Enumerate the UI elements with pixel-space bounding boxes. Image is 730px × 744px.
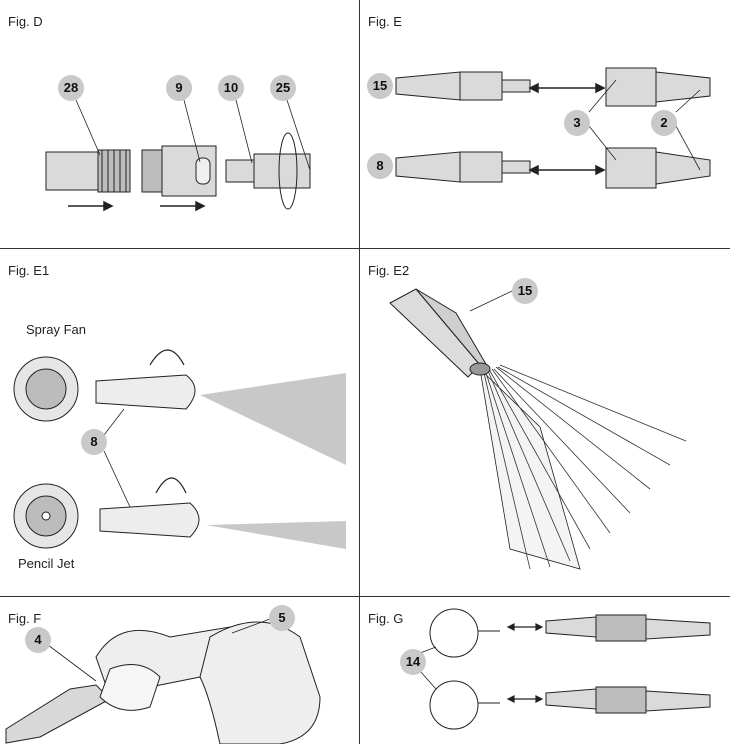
callout-28: 28 — [58, 75, 84, 101]
figure-e2-drawing — [389, 288, 687, 570]
callout-10: 10 — [218, 75, 244, 101]
figure-e2: Fig. E2 15 — [360, 249, 730, 596]
figure-e1-drawing — [13, 349, 346, 549]
figure-d-drawing — [45, 99, 311, 212]
callout-8: 8 — [81, 429, 107, 455]
figure-f: Fig. F 4 5 — [0, 597, 359, 744]
spray-fan-caption: Spray Fan — [26, 322, 86, 337]
horizontal-divider-1 — [0, 248, 730, 249]
figure-g-title: Fig. G — [368, 611, 404, 626]
callout-15: 15 — [367, 73, 393, 99]
pencil-jet-caption: Pencil Jet — [18, 556, 75, 571]
figure-f-drawing — [5, 618, 321, 744]
callout-3: 3 — [564, 110, 590, 136]
horizontal-divider-2 — [0, 596, 730, 597]
callout-25: 25 — [270, 75, 296, 101]
callout-2: 2 — [651, 110, 677, 136]
figure-e-title: Fig. E — [368, 14, 402, 29]
callout-15: 15 — [512, 278, 538, 304]
callout-8: 8 — [367, 153, 393, 179]
spray-fan-pattern — [200, 373, 346, 465]
figure-f-title: Fig. F — [8, 611, 42, 626]
pencil-jet-pattern — [206, 521, 346, 549]
figure-d-title: Fig. D — [8, 14, 43, 29]
figure-e1: Fig. E1 Spray Fan Pencil Jet 8 — [0, 249, 359, 596]
figure-e: Fig. E 15 8 3 2 — [360, 0, 730, 248]
figure-g-drawing — [419, 608, 711, 730]
vertical-divider — [359, 0, 360, 744]
callout-4: 4 — [25, 627, 51, 653]
figure-g: Fig. G 14 — [360, 597, 730, 744]
callout-9: 9 — [166, 75, 192, 101]
callout-5: 5 — [269, 605, 295, 631]
figure-e-drawing — [395, 67, 711, 189]
figure-e2-title: Fig. E2 — [368, 263, 410, 278]
callout-14: 14 — [400, 649, 426, 675]
figure-d: Fig. D 28 9 10 25 — [0, 0, 359, 248]
figure-e1-title: Fig. E1 — [8, 263, 50, 278]
